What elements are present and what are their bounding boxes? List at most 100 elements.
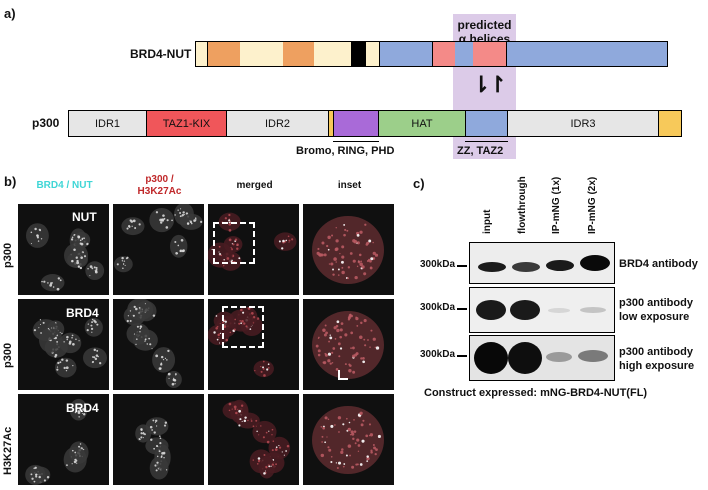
- cell-nucleus: [84, 317, 103, 337]
- blot2-label-1: p300 antibody: [619, 297, 693, 309]
- marker-2: 300kDa: [420, 302, 456, 313]
- brd4-bromo2: [283, 41, 314, 67]
- band-brd4-ip2: [580, 255, 610, 271]
- speckle: [89, 275, 91, 277]
- speckle: [151, 429, 153, 431]
- inset-box-r2: [222, 306, 264, 348]
- speckle: [140, 428, 143, 431]
- speckle: [133, 315, 135, 317]
- speckle: [87, 268, 89, 270]
- speckle: [339, 328, 343, 332]
- speckle: [243, 419, 247, 423]
- speckle: [232, 243, 235, 246]
- panel-c-label: c): [413, 176, 425, 191]
- speckle: [182, 249, 185, 252]
- interaction-arrows: ⇂↾: [472, 72, 507, 97]
- speckle: [239, 418, 242, 421]
- speckle: [252, 316, 256, 319]
- speckle: [341, 245, 345, 249]
- speckle: [180, 208, 182, 210]
- speckle: [341, 270, 345, 275]
- speckle: [127, 315, 130, 317]
- blot-p300-low: [469, 287, 615, 333]
- speckle: [91, 331, 93, 333]
- zz-taz2-label: ZZ, TAZ2: [457, 145, 504, 157]
- speckle: [95, 266, 98, 270]
- speckle: [320, 453, 325, 458]
- speckle: [247, 419, 249, 422]
- speckle: [363, 272, 367, 276]
- speckle: [358, 253, 362, 257]
- speckle: [349, 433, 352, 436]
- speckle: [321, 435, 324, 438]
- speckle: [250, 420, 253, 422]
- speckle: [159, 437, 162, 440]
- speckle: [324, 441, 327, 444]
- speckle: [86, 243, 88, 246]
- speckle: [66, 335, 69, 339]
- brd4-seg-cream-3: [314, 41, 351, 67]
- speckle: [317, 353, 321, 357]
- col-header-merged: merged: [236, 180, 273, 191]
- speckle: [75, 338, 77, 341]
- speckle: [142, 432, 145, 435]
- speckle: [194, 217, 197, 220]
- speckle: [94, 357, 98, 361]
- speckle: [56, 341, 59, 343]
- speckle: [321, 241, 325, 245]
- speckle: [335, 239, 339, 243]
- speckle: [224, 217, 228, 220]
- speckle: [79, 266, 83, 270]
- speckle: [370, 257, 374, 261]
- micrograph-r3c3: [208, 394, 299, 485]
- speckle: [66, 464, 68, 467]
- speckle: [264, 470, 266, 472]
- col-header-brd4-nut: BRD4 / NUT: [36, 180, 93, 191]
- speckle: [30, 473, 33, 476]
- speckle: [30, 231, 33, 234]
- brd4-seg-cream-4: [366, 41, 379, 67]
- band-p300high-ip1: [546, 352, 572, 362]
- speckle: [135, 307, 138, 311]
- speckle: [63, 341, 65, 343]
- speckle: [361, 265, 365, 269]
- speckle: [56, 287, 60, 291]
- speckle: [72, 342, 75, 346]
- speckle: [340, 450, 344, 454]
- speckle: [167, 349, 170, 353]
- speckle: [35, 473, 37, 476]
- speckle: [138, 307, 141, 309]
- speckle: [335, 462, 337, 464]
- speckle: [175, 252, 178, 255]
- speckle: [144, 340, 146, 342]
- speckle: [155, 354, 159, 358]
- p300-yellow-2: [658, 110, 682, 137]
- speckle: [177, 244, 180, 247]
- speckle: [321, 441, 323, 443]
- speckle: [340, 322, 344, 325]
- speckle: [164, 357, 167, 360]
- panel-a-label: a): [4, 6, 16, 21]
- speckle: [359, 230, 363, 234]
- speckle: [165, 226, 169, 229]
- speckle: [61, 358, 64, 361]
- speckle: [223, 325, 227, 328]
- speckle: [267, 363, 270, 366]
- speckle: [156, 455, 159, 458]
- speckle: [374, 346, 376, 349]
- speckle: [363, 319, 367, 323]
- micrograph-r3c4: [303, 394, 394, 485]
- speckle: [244, 416, 247, 419]
- speckle: [285, 239, 288, 242]
- predicted-label-1: predicted: [457, 18, 512, 32]
- speckle: [338, 461, 342, 465]
- speckle: [38, 228, 41, 231]
- speckle: [47, 327, 50, 330]
- nucleus-blob: [312, 311, 384, 379]
- tag-nut: NUT: [72, 210, 97, 224]
- band-p300high-flow: [508, 342, 542, 374]
- speckle: [352, 370, 356, 374]
- speckle: [372, 444, 375, 447]
- cell-nucleus: [69, 398, 88, 421]
- speckle: [160, 355, 164, 359]
